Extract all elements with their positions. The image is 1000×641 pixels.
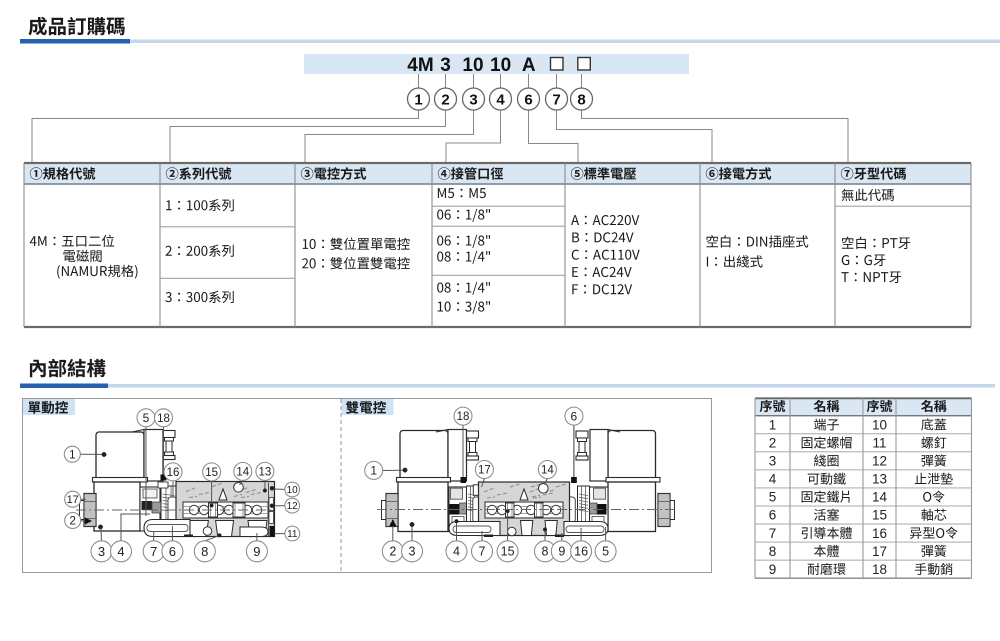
svg-text:9: 9 (558, 545, 565, 559)
svg-text:2: 2 (389, 545, 396, 559)
svg-text:4M: 4M (407, 55, 433, 76)
svg-text:18: 18 (157, 413, 170, 425)
svg-text:8: 8 (769, 544, 777, 559)
svg-text:14: 14 (872, 490, 888, 505)
svg-text:6: 6 (169, 544, 176, 559)
svg-text:9: 9 (769, 562, 777, 577)
svg-text:17: 17 (478, 465, 491, 477)
svg-text:4: 4 (769, 472, 777, 487)
svg-text:16: 16 (167, 467, 180, 479)
svg-text:3: 3 (98, 544, 105, 559)
svg-text:15: 15 (872, 508, 887, 523)
svg-text:7: 7 (769, 526, 777, 541)
svg-text:10: 10 (287, 485, 299, 496)
svg-text:4: 4 (117, 544, 124, 559)
svg-text:17: 17 (872, 544, 887, 559)
svg-text:3: 3 (769, 454, 777, 469)
svg-text:10: 10 (872, 417, 887, 432)
svg-text:5: 5 (769, 490, 777, 505)
svg-text:8: 8 (542, 545, 549, 559)
svg-text:18: 18 (872, 562, 887, 577)
svg-text:3: 3 (469, 91, 477, 108)
svg-text:7: 7 (479, 545, 486, 559)
svg-text:14: 14 (236, 466, 249, 478)
svg-text:8: 8 (201, 544, 208, 559)
svg-text:13: 13 (259, 466, 272, 478)
svg-text:16: 16 (574, 545, 588, 559)
svg-text:18: 18 (457, 411, 470, 423)
svg-text:12: 12 (872, 454, 887, 469)
svg-text:7: 7 (552, 91, 560, 108)
svg-text:A: A (522, 55, 536, 76)
svg-text:1: 1 (69, 449, 75, 461)
svg-text:1: 1 (414, 91, 422, 108)
svg-text:2: 2 (69, 516, 75, 528)
svg-text:3: 3 (440, 55, 451, 76)
svg-text:5: 5 (602, 545, 609, 559)
svg-text:9: 9 (253, 544, 260, 559)
svg-text:6: 6 (769, 508, 777, 523)
svg-text:10: 10 (462, 55, 483, 76)
svg-text:11: 11 (287, 529, 298, 540)
svg-text:7: 7 (150, 544, 157, 559)
svg-text:6: 6 (524, 91, 532, 108)
svg-text:2: 2 (441, 91, 449, 108)
svg-text:17: 17 (67, 494, 79, 506)
svg-text:8: 8 (577, 91, 585, 108)
svg-text:15: 15 (205, 467, 218, 479)
svg-text:5: 5 (143, 411, 150, 425)
svg-text:1: 1 (769, 417, 777, 432)
svg-text:15: 15 (501, 545, 515, 559)
svg-text:13: 13 (872, 472, 887, 487)
svg-text:14: 14 (541, 465, 554, 477)
svg-text:11: 11 (872, 435, 886, 450)
svg-text:4: 4 (496, 91, 505, 108)
svg-text:10: 10 (490, 55, 511, 76)
svg-text:4: 4 (453, 545, 460, 559)
svg-text:6: 6 (571, 409, 578, 423)
svg-text:16: 16 (872, 526, 887, 541)
svg-text:2: 2 (769, 435, 777, 450)
svg-text:1: 1 (370, 464, 377, 478)
svg-text:3: 3 (409, 545, 416, 559)
svg-text:12: 12 (287, 501, 299, 512)
